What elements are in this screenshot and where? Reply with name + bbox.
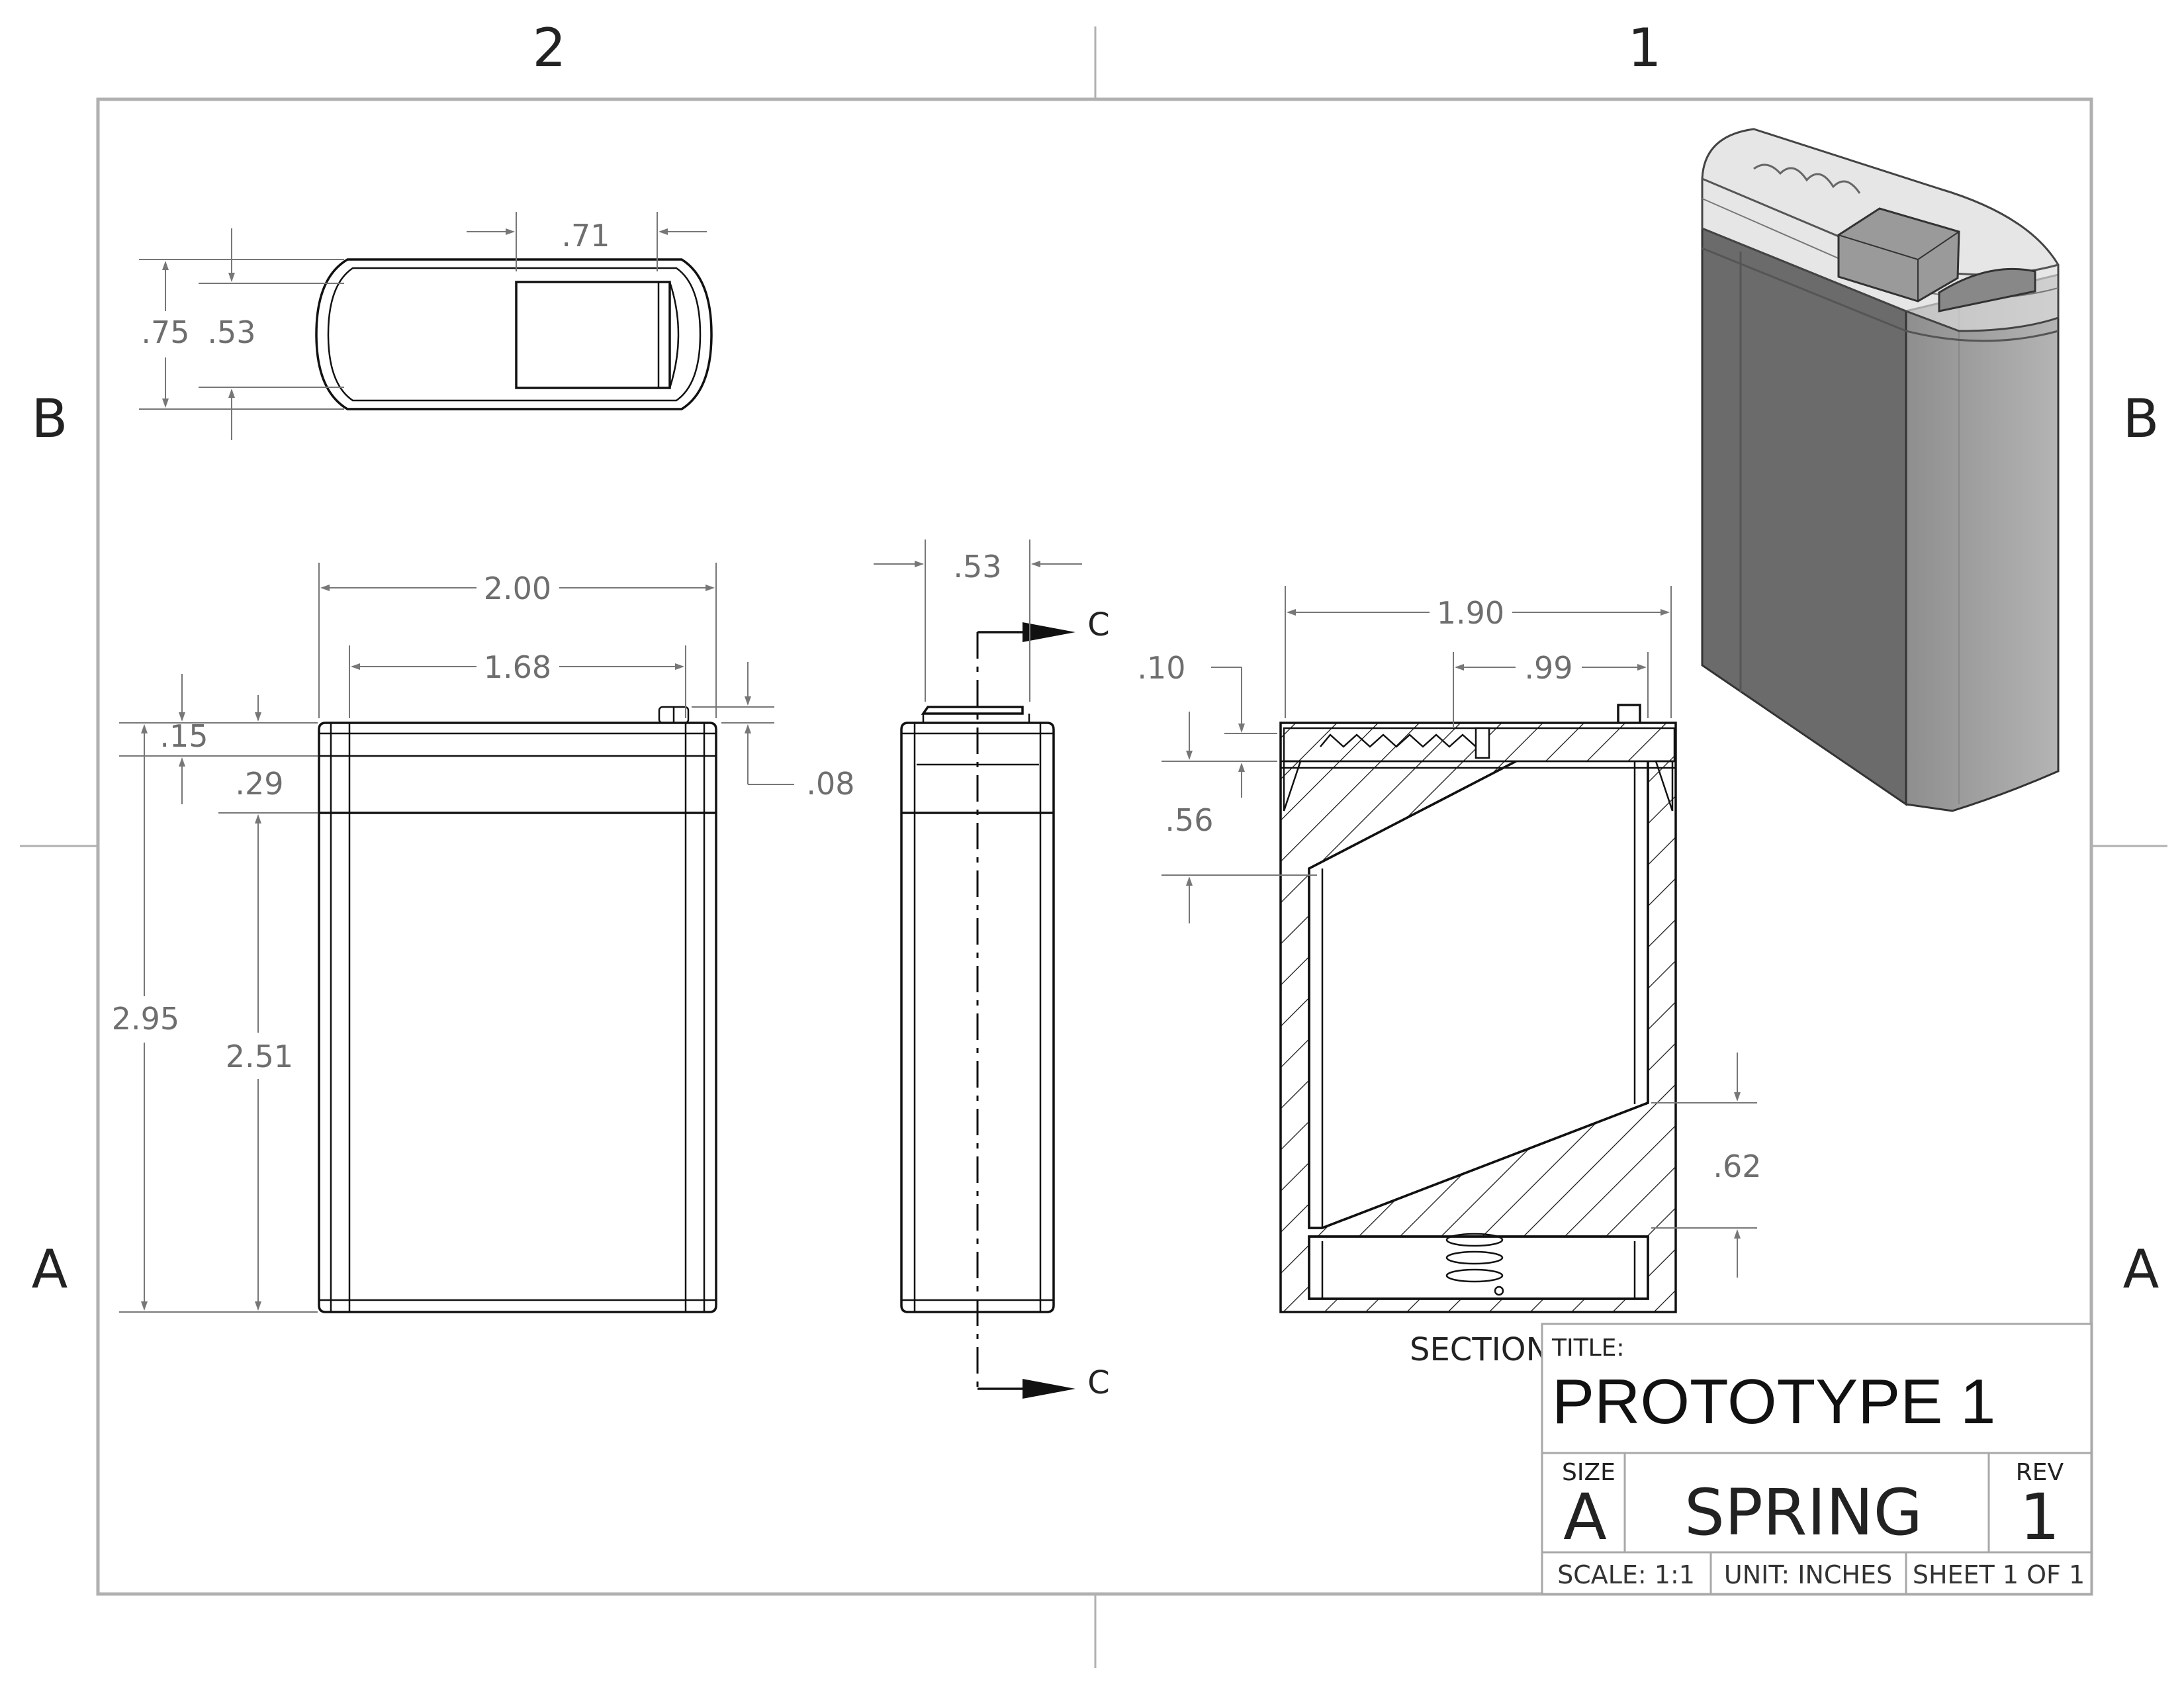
section-marker-top: C bbox=[1087, 606, 1110, 643]
dim-front-lid-height: .29 bbox=[235, 766, 283, 802]
front-view: 2.00 1.68 .15 .29 .08 2.95 bbox=[112, 563, 855, 1313]
zone-row-b-left: B bbox=[32, 388, 68, 449]
zone-row-a-right: A bbox=[2123, 1239, 2160, 1300]
zone-column-1: 1 bbox=[1628, 17, 1662, 79]
scale: SCALE: 1:1 bbox=[1557, 1560, 1695, 1589]
section-caption: SECTION bbox=[1410, 1331, 1549, 1368]
title-label: TITLE: bbox=[1551, 1335, 1625, 1362]
unit: UNIT: INCHES bbox=[1724, 1560, 1892, 1589]
isometric-view bbox=[1701, 128, 2060, 812]
part-name: SPRING bbox=[1684, 1476, 1923, 1550]
dim-section-top-wall: .10 bbox=[1137, 650, 1185, 686]
dim-section-bottom-ramp: .62 bbox=[1713, 1149, 1761, 1184]
dim-front-inner-width: 1.68 bbox=[484, 649, 551, 685]
dim-front-overall-height: 2.95 bbox=[112, 1001, 179, 1037]
dim-top-outer-depth: .75 bbox=[141, 314, 189, 350]
dim-front-lid-step: .15 bbox=[159, 718, 208, 754]
side-view-dimensions: .53 bbox=[874, 539, 1082, 702]
size-value: A bbox=[1563, 1480, 1607, 1554]
size-label: SIZE bbox=[1562, 1459, 1615, 1486]
dim-section-inner-width: 1.90 bbox=[1437, 595, 1504, 631]
zone-column-2: 2 bbox=[533, 17, 567, 79]
title-block: TITLE: PROTOTYPE 1 SIZE A SPRING REV 1 S… bbox=[1541, 1323, 2093, 1595]
dim-front-body-height: 2.51 bbox=[226, 1039, 293, 1074]
coil-spring-icon bbox=[1445, 1233, 1504, 1296]
dim-top-inner-depth: .53 bbox=[207, 314, 255, 350]
dim-section-ramp-height: .56 bbox=[1165, 802, 1213, 838]
dim-top-tab-width: .71 bbox=[561, 218, 610, 254]
section-view-dimensions: 1.90 .99 .10 .56 .62 bbox=[1137, 586, 1762, 1278]
dim-front-overall-width: 2.00 bbox=[484, 571, 551, 606]
top-view-dimensions: .71 .75 .53 bbox=[139, 212, 707, 440]
zone-row-a-left: A bbox=[32, 1239, 68, 1300]
section-view: SECTION 1.90 .99 .10 .56 bbox=[1137, 586, 1762, 1368]
zone-ticks bbox=[20, 26, 2167, 1668]
side-view: C C .53 bbox=[874, 539, 1110, 1401]
zone-row-b-right: B bbox=[2123, 388, 2160, 449]
dim-section-spring-region: .99 bbox=[1524, 650, 1572, 686]
rev-value: 1 bbox=[2019, 1480, 2060, 1554]
dim-side-depth: .53 bbox=[953, 549, 1001, 585]
front-view-dimensions: 2.00 1.68 .15 .29 .08 2.95 bbox=[112, 563, 855, 1313]
drawing-title: PROTOTYPE 1 bbox=[1552, 1366, 1995, 1437]
rev-label: REV bbox=[2016, 1459, 2064, 1486]
sheet-number: SHEET 1 OF 1 bbox=[1913, 1560, 2085, 1589]
top-view: .71 .75 .53 bbox=[139, 212, 713, 440]
section-marker-bottom: C bbox=[1087, 1364, 1110, 1401]
dim-front-button-height: .08 bbox=[806, 766, 854, 802]
